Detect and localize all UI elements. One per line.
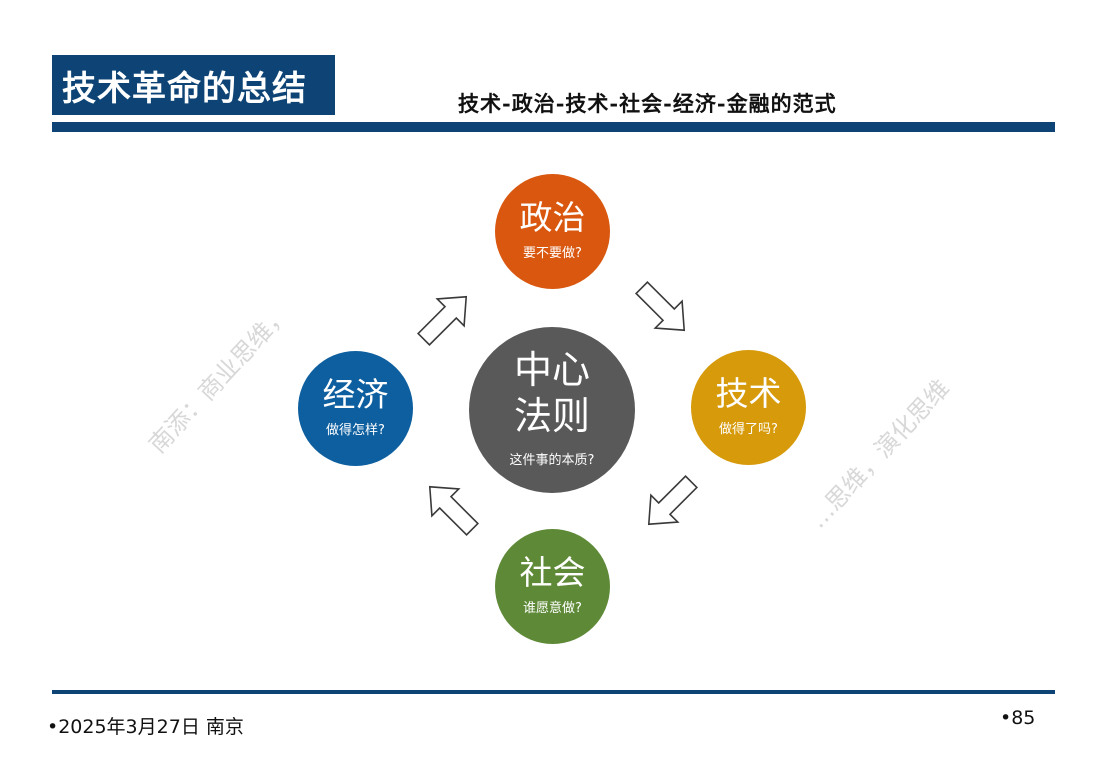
page-subtitle: 技术-政治-技术-社会-经济-金融的范式 xyxy=(458,91,837,116)
node-technology-title: 技术 xyxy=(715,374,782,413)
node-technology-question: 做得了吗? xyxy=(719,422,778,437)
node-center-title-line1: 中心 xyxy=(513,348,590,392)
node-politics-question: 要不要做? xyxy=(523,246,582,261)
page-title: 技术革命的总结 xyxy=(52,55,335,115)
arrow-technology-to-society-icon xyxy=(647,474,699,526)
node-politics: 政治 要不要做? xyxy=(495,174,610,289)
arrow-economy-to-politics-icon xyxy=(416,295,468,347)
node-society-question: 谁愿意做? xyxy=(523,601,582,616)
node-technology: 技术 做得了吗? xyxy=(691,350,806,465)
node-economy: 经济 做得怎样? xyxy=(298,351,413,466)
page-number: •85 xyxy=(1000,707,1036,729)
footer-date: •2025年3月27日 南京 xyxy=(47,716,244,738)
page-title-text: 技术革命的总结 xyxy=(62,68,307,109)
node-economy-question: 做得怎样? xyxy=(326,423,385,438)
header-divider xyxy=(52,122,1055,132)
arrow-politics-to-technology-icon xyxy=(634,280,686,332)
node-society-title: 社会 xyxy=(519,553,586,592)
node-center-question: 这件事的本质? xyxy=(509,453,595,468)
node-politics-title: 政治 xyxy=(519,198,586,237)
node-center-title-line2: 法则 xyxy=(513,394,590,438)
node-society: 社会 谁愿意做? xyxy=(495,529,610,644)
footer-divider xyxy=(52,690,1055,694)
arrow-society-to-economy-icon xyxy=(428,485,480,537)
node-economy-title: 经济 xyxy=(322,375,389,414)
node-center: 中心 法则 这件事的本质? xyxy=(469,327,635,493)
